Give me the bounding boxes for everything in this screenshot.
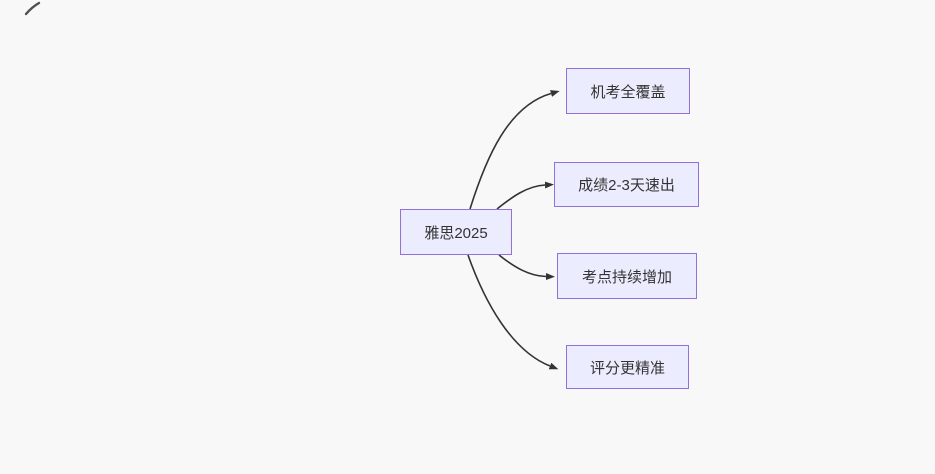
node-child-3: 考点持续增加 [557, 253, 697, 299]
edge-root-to-child-4 [467, 254, 559, 370]
node-child-1-label: 机考全覆盖 [590, 83, 666, 101]
node-root-label: 雅思2025 [424, 224, 488, 242]
node-child-3-label: 考点持续增加 [581, 268, 672, 286]
node-root: 雅思2025 [400, 209, 512, 255]
edge-root-to-child-1 [469, 90, 560, 210]
node-child-2-label: 成绩2-3天速出 [578, 177, 675, 194]
edge-root-to-child-3 [498, 254, 555, 280]
edge-root-to-child-2 [496, 181, 554, 210]
node-child-2: 成绩2-3天速出 [554, 162, 699, 207]
pen-mark-stroke [24, 1, 41, 16]
node-child-4-label: 评分更精准 [589, 359, 665, 377]
node-child-1: 机考全覆盖 [566, 68, 690, 114]
node-child-4: 评分更精准 [566, 345, 689, 389]
